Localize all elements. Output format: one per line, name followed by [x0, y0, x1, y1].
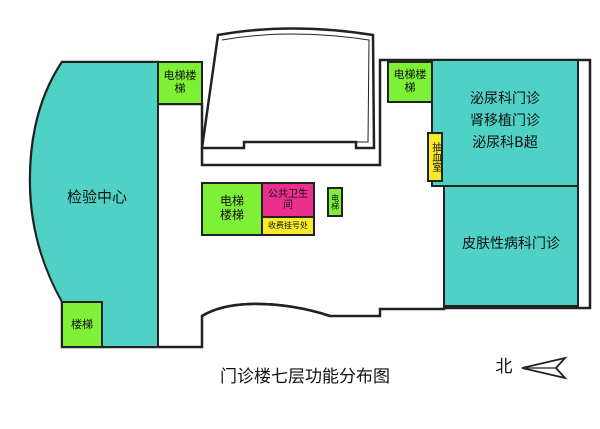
dermatology-label: 皮肤性病科门诊: [462, 235, 560, 252]
public-toilet-label: 公共卫生间: [268, 188, 308, 212]
map-title: 门诊楼七层功能分布图: [220, 367, 390, 388]
elevator-top-right-area: [387, 61, 433, 103]
urology-ultrasound-label: 泌尿科B超: [472, 134, 538, 151]
elevator-top-right-label: 电梯楼梯: [393, 68, 427, 94]
lab-center-label: 检验中心: [66, 188, 127, 207]
dermatology-area: [443, 185, 579, 307]
courtyard-curve: [201, 302, 331, 318]
elevator-top-left-label: 电梯楼梯: [163, 69, 197, 95]
urology-clinic-label: 泌尿科门诊: [470, 90, 540, 107]
toilet-area: [261, 182, 315, 218]
elevator-center-area: [201, 182, 263, 236]
light-well: [200, 27, 376, 150]
elevator-small-area: [327, 187, 343, 217]
north-label: 北: [495, 357, 513, 378]
cashier-label: 收费挂号处: [268, 221, 308, 231]
blood-draw-area: [427, 132, 443, 182]
elevator-small-label: 电梯: [330, 194, 340, 210]
light-well-inner: [221, 33, 370, 143]
urology-labels: 泌尿科门诊 肾移植门诊 泌尿科B超: [434, 88, 576, 154]
urology-area: [431, 59, 579, 187]
elevator-center-label: 电梯楼梯: [219, 194, 244, 222]
kidney-transplant-label: 肾移植门诊: [470, 112, 540, 129]
elevator-top-left-area: [157, 61, 203, 105]
stairs-bottom-left-label: 楼梯: [71, 317, 93, 331]
cashier-area: [261, 216, 315, 236]
stairs-bottom-left-area: [61, 301, 103, 348]
blood-draw-label: 抽血室: [429, 142, 441, 172]
